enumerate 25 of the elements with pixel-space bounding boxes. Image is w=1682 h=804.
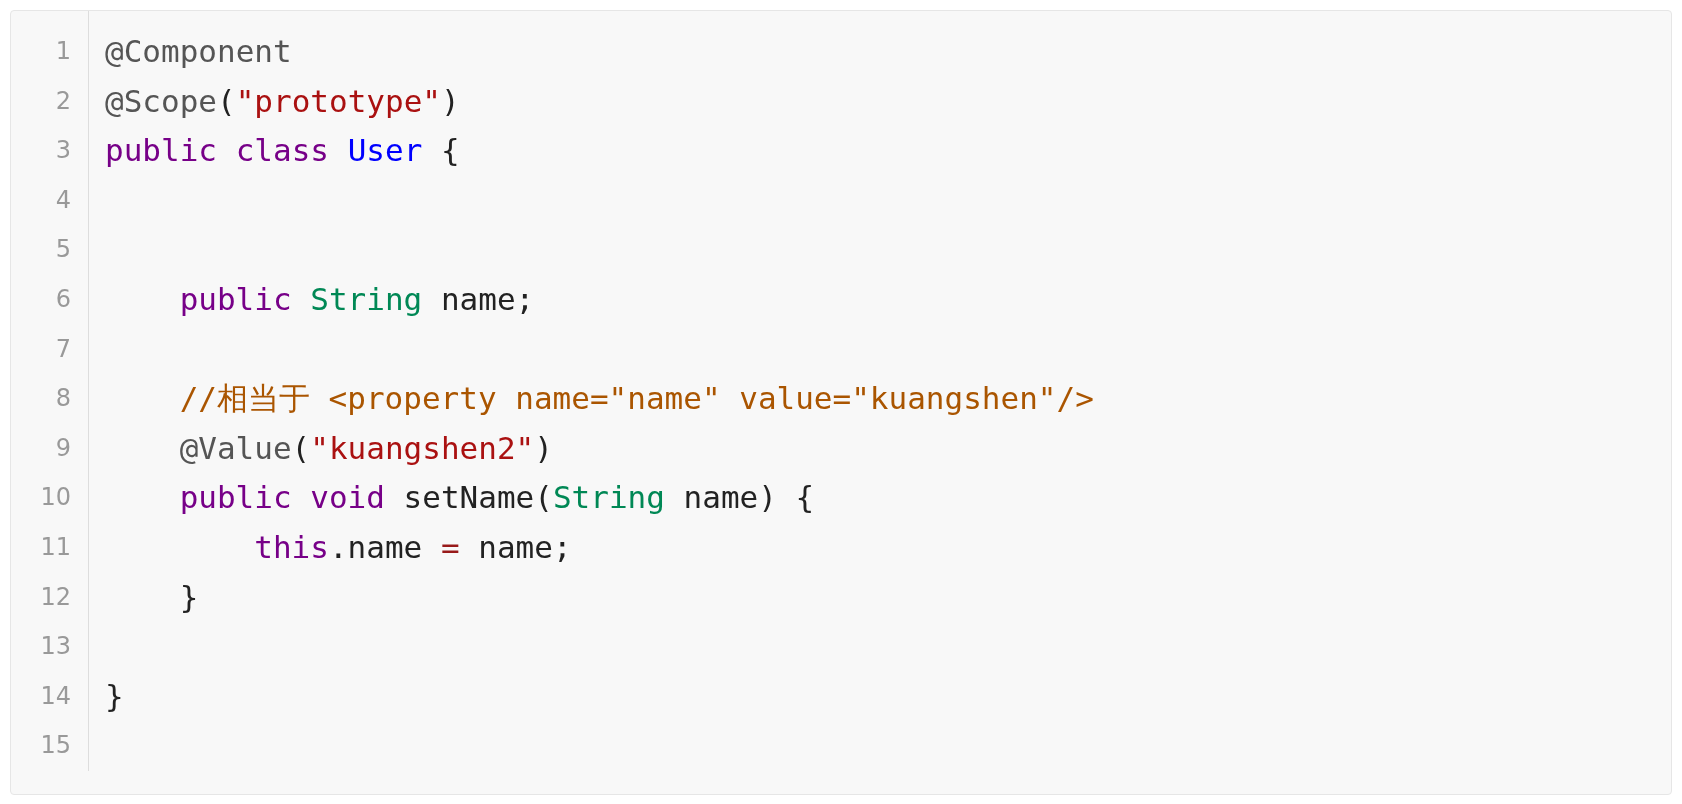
code-line: //相当于 <property name="name" value="kuangshen"/>	[179, 379, 1094, 419]
line-number: 8	[54, 383, 71, 415]
code-line: }	[105, 676, 124, 716]
code-line: public String name;	[179, 280, 535, 319]
line-number: 2	[54, 85, 71, 117]
code-line: this.name = name;	[254, 528, 572, 567]
code-line: }	[179, 577, 199, 617]
line-number: 7	[54, 333, 71, 365]
code-line: @Scope("prototype")	[105, 81, 460, 121]
line-number: 4	[54, 184, 71, 216]
code-line: @Value("kuangshen2")	[179, 428, 553, 468]
line-number: 12	[39, 581, 71, 613]
line-number: 10	[39, 482, 71, 514]
line-number: 15	[39, 730, 71, 762]
line-number: 11	[39, 532, 71, 563]
line-number: 3	[54, 135, 71, 167]
line-number: 5	[54, 234, 71, 266]
code-line: public class User {	[105, 131, 460, 171]
line-number: 1	[54, 36, 71, 67]
line-number: 9	[54, 432, 71, 464]
line-number: 14	[39, 680, 71, 712]
code-line: @Component	[105, 32, 292, 71]
line-number: 6	[54, 284, 71, 315]
code-line: public void setName(String name) {	[179, 478, 815, 518]
line-number: 13	[39, 631, 71, 663]
